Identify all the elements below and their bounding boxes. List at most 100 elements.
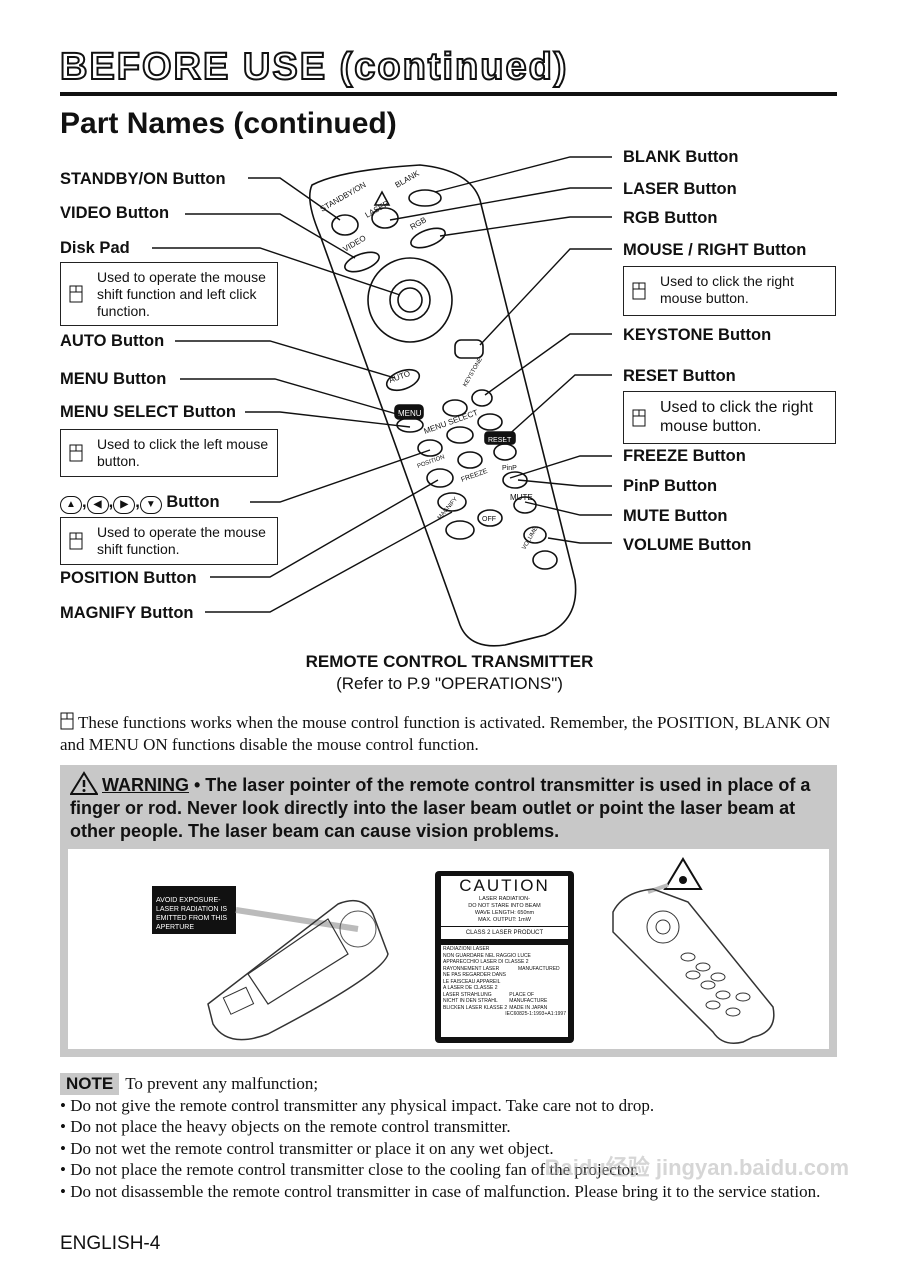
remote-key-off: OFF	[482, 516, 496, 523]
page-footer: ENGLISH-4	[60, 1233, 161, 1254]
label-mouse-right: MOUSE / RIGHT Button	[623, 241, 807, 259]
leader-laser	[389, 187, 612, 221]
laser-triangle	[373, 190, 391, 206]
remote-key-standby: STANDBY/ON	[319, 180, 368, 214]
leader-pinp	[517, 479, 612, 487]
label-laser: LASER Button	[623, 180, 737, 198]
mouse-right-key	[454, 339, 484, 359]
figure-caption-title: REMOTE CONTROL TRANSMITTER	[305, 652, 594, 671]
mouse-icon	[60, 712, 74, 730]
remote-key-mute: MUTE	[510, 493, 533, 502]
caution-de2: NICHT IN DEN STRAHL	[443, 998, 498, 1004]
remote-key-keystone: KEYSTONE	[463, 357, 484, 388]
auto-key	[385, 368, 421, 392]
leader-volume	[547, 537, 612, 544]
leader-disk	[152, 247, 401, 296]
leader-reset	[504, 374, 612, 439]
figure-caption-ref: (Refer to P.9 "OPERATIONS")	[336, 674, 563, 693]
arrows-label-text: Button	[166, 493, 220, 511]
remote-key-reset: RESET	[488, 437, 512, 444]
disk-note: Used to operate the mouse shift function…	[97, 269, 266, 319]
mouse-right-note-box: Used to click the right mouse button.	[623, 266, 836, 316]
leader-mute	[524, 501, 612, 516]
label-volume: VOLUME Button	[623, 536, 752, 554]
caution-title: CAUTION	[459, 876, 550, 895]
remote-front-illustration	[612, 857, 775, 1044]
remote-key-pinp: PinP	[502, 465, 517, 472]
mouse-icon	[69, 444, 83, 462]
note-item: • Do not place the remote control transm…	[60, 1160, 640, 1179]
note-intro: To prevent any malfunction;	[125, 1074, 319, 1093]
caution-made: MADE IN JAPAN	[509, 1004, 548, 1011]
remote-key-magnify: MAGNIFY	[437, 496, 459, 521]
caution-fr1: RAYONNEMENT LASER	[443, 965, 500, 972]
caution-line3: WAVE LENGTH: 650nm	[474, 910, 535, 916]
leader-auto	[175, 340, 396, 379]
remote-key-freeze: FREEZE	[460, 468, 489, 484]
rgb-key	[410, 227, 446, 249]
caution-de3: BLICKEN LASER KLASSE 2	[443, 1004, 508, 1011]
caution-de1: LASER STRAHLUNG	[443, 991, 492, 998]
leader-video	[185, 213, 356, 259]
caution-std: IEC60825-1:1993+A1:1997	[505, 1011, 566, 1017]
label-blank: BLANK Button	[623, 148, 739, 166]
label-video: VIDEO Button	[60, 204, 170, 222]
caution-fr3: LE FAISCEAU APPAREIL	[443, 978, 501, 985]
leader-standby	[248, 177, 341, 221]
arrow-up-icon: ▲	[60, 496, 82, 514]
label-keystone: KEYSTONE Button	[623, 326, 772, 344]
caution-it1: RADIAZIONI LASER	[443, 946, 490, 952]
note-item: • Do not give the remote control transmi…	[60, 1095, 655, 1115]
warning-panel: WARNING • The laser pointer of the remot…	[60, 765, 837, 1057]
leader-rgb	[439, 216, 612, 237]
leader-blank	[434, 156, 612, 193]
arrows-note: Used to operate the mouse shift function…	[97, 524, 266, 557]
caution-line5: CLASS 2 LASER PRODUCT	[441, 927, 568, 939]
leader-menu	[180, 378, 401, 416]
disk-note-box: Used to operate the mouse shift function…	[60, 262, 278, 326]
reset-note-box: Used to click the right mouse button.	[623, 391, 836, 444]
caution-label: CAUTION LASER RADIATION- DO NOT STARE IN…	[435, 871, 574, 1043]
menu-select-note: Used to click the left mouse button.	[97, 436, 269, 469]
page-subtitle: Part Names (continued)	[60, 107, 397, 140]
label-standby: STANDBY/ON Button	[60, 170, 226, 188]
remote-key-rgb: RGB	[409, 215, 429, 231]
remote-key-menu: MENU	[398, 409, 422, 418]
video-key	[344, 251, 380, 273]
leader-keystone	[484, 333, 612, 396]
menu-select-note-box: Used to click the left mouse button.	[60, 429, 278, 477]
note-item: • Do not wet the remote control transmit…	[60, 1138, 554, 1158]
standby-key	[331, 214, 359, 236]
remote-diagram: STANDBY/ON LASER BLANK VIDEO RGB AUTO KE…	[152, 156, 612, 647]
leader-arrows	[250, 449, 431, 503]
label-mute: MUTE Button	[623, 507, 728, 525]
leader-freeze	[509, 455, 612, 479]
label-auto: AUTO Button	[60, 332, 165, 350]
mouse-function-text: These functions works when the mouse con…	[60, 713, 831, 754]
remote-key-video: VIDEO	[342, 233, 368, 253]
caution-line2: DO NOT STARE INTO BEAM	[468, 903, 541, 909]
label-menu: MENU Button	[60, 370, 167, 388]
note-item: • Do not place the heavy objects on the …	[60, 1117, 511, 1136]
mouse-right-note: Used to click the right mouse button.	[660, 273, 794, 306]
arrows-note-box: Used to operate the mouse shift function…	[60, 517, 278, 565]
arrow-right-icon: ▶	[113, 496, 136, 514]
label-disk: Disk Pad	[60, 239, 130, 257]
leader-mouse	[479, 248, 612, 346]
mouse-icon	[69, 532, 83, 550]
mouse-icon	[632, 282, 646, 300]
remote-back-illustration	[152, 886, 389, 1041]
title-rule	[60, 92, 837, 96]
warning-body: • The laser pointer of the remote contro…	[70, 775, 811, 841]
caution-fr4: A LASER DE CLASSE 2	[443, 985, 498, 991]
caution-it3: APPARECCHIO LASER DI CLASSE 2	[443, 959, 529, 965]
label-freeze: FREEZE Button	[623, 447, 746, 465]
warning-text: WARNING • The laser pointer of the remot…	[69, 771, 825, 843]
caution-line1: LASER RADIATION-	[479, 896, 530, 902]
leader-menuselect	[245, 411, 411, 428]
label-pinp: PinP Button	[623, 477, 718, 495]
caution-place: PLACE OF MANUFACTURE	[509, 991, 548, 1005]
arrow-left-icon: ◀	[86, 496, 109, 514]
warning-label: WARNING	[102, 775, 189, 795]
caution-it2: NON GUARDARE NEL RAGGIO LUCE	[443, 952, 531, 959]
